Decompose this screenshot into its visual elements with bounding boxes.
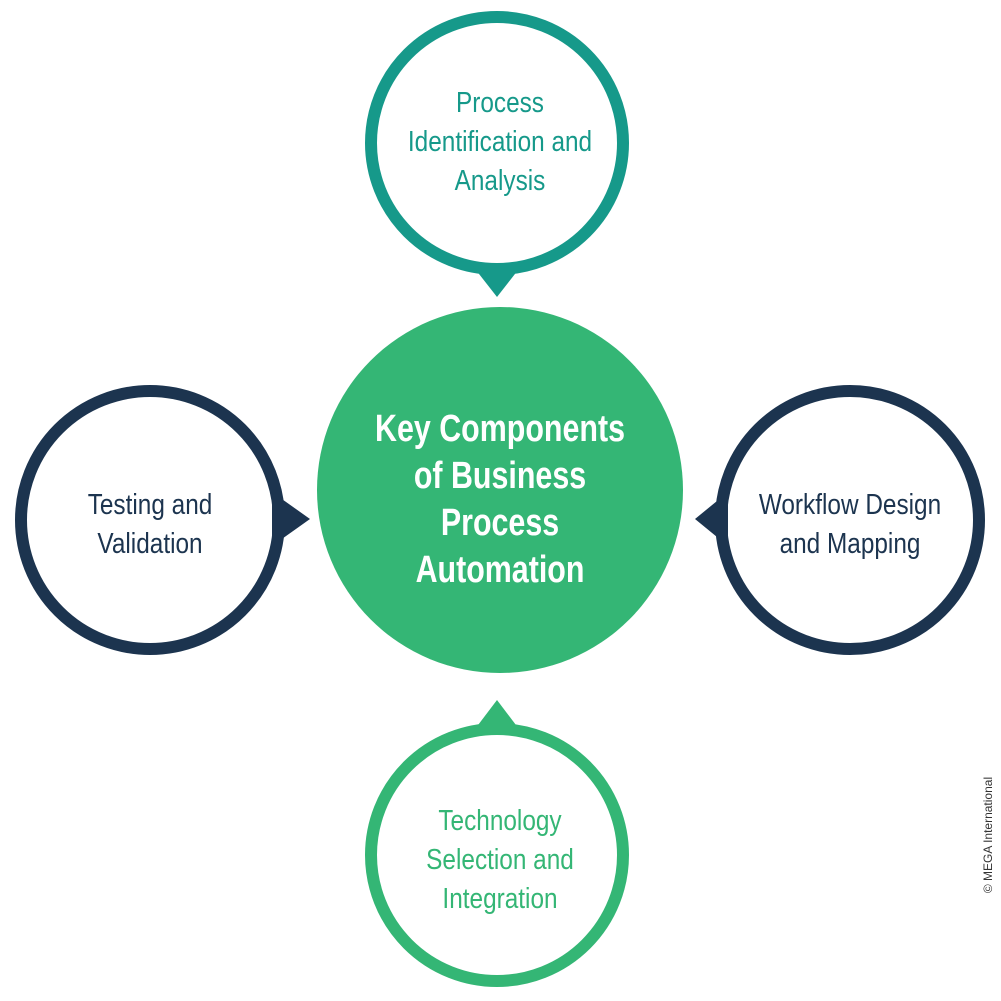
center-title-line-3: Process xyxy=(440,502,560,544)
center-circle xyxy=(317,307,683,673)
right-label-line-1: Workflow Design xyxy=(758,489,942,521)
left-label: Testing and Validation xyxy=(41,430,259,620)
right-label-line-2: and Mapping xyxy=(779,528,921,560)
center-title-line-4: Automation xyxy=(415,549,585,591)
right-pointer xyxy=(695,492,728,546)
bottom-label-line-2: Selection and xyxy=(426,843,574,876)
left-pointer xyxy=(272,492,310,546)
top-pointer xyxy=(472,265,522,297)
left-label-line-2: Validation xyxy=(97,528,203,560)
top-label-line-3: Analysis xyxy=(454,164,546,197)
center-title: Key Components of Business Process Autom… xyxy=(348,310,652,690)
top-label-line-1: Process xyxy=(455,86,544,119)
bottom-pointer xyxy=(472,700,522,733)
top-label: Process Identification and Analysis xyxy=(387,42,614,242)
right-label: Workflow Design and Mapping xyxy=(741,430,959,620)
bottom-label-line-3: Integration xyxy=(442,882,558,915)
bottom-label-line-1: Technology xyxy=(438,804,562,837)
copyright-notice: © MEGA International xyxy=(981,776,995,894)
center-title-line-2: of Business xyxy=(413,455,587,497)
left-label-line-1: Testing and xyxy=(87,489,213,521)
center-title-line-1: Key Components xyxy=(375,408,625,450)
bottom-label: Technology Selection and Integration xyxy=(387,760,614,960)
top-label-line-2: Identification and xyxy=(407,125,593,158)
